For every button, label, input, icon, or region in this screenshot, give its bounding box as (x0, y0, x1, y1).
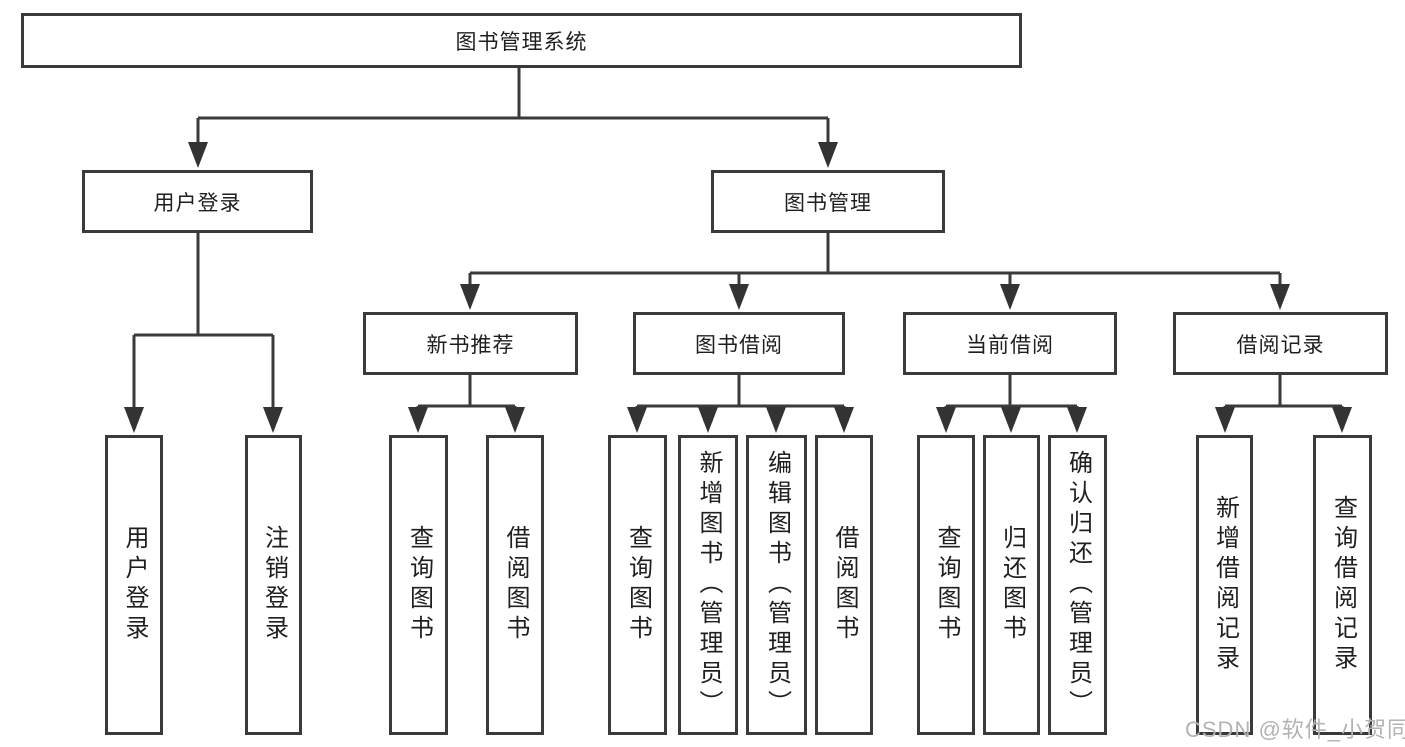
node-leaf-confirm-return-admin: 确认归还（管理员） (1048, 435, 1107, 735)
arrowhead-icon (460, 284, 480, 310)
node-leaf-borrow-books-1: 借阅图书 (486, 435, 544, 735)
node-book-borrowing: 图书借阅 (633, 312, 845, 375)
node-leaf-logout: 注销登录 (245, 435, 302, 735)
arrowheads (124, 142, 1352, 433)
arrowhead-icon (698, 407, 718, 433)
node-new-book-recommendation: 新书推荐 (363, 312, 578, 375)
node-leaf-query-books-2: 查询图书 (608, 435, 667, 735)
arrowhead-icon (1215, 407, 1235, 433)
arrowhead-icon (936, 407, 956, 433)
node-leaf-return-book: 归还图书 (983, 435, 1040, 735)
node-user-login-module: 用户登录 (82, 170, 313, 233)
arrowhead-icon (505, 407, 525, 433)
arrowhead-icon (263, 407, 283, 433)
node-leaf-user-login: 用户登录 (105, 435, 163, 735)
arrowhead-icon (1000, 284, 1020, 310)
arrowhead-icon (627, 407, 647, 433)
node-leaf-add-book-admin: 新增图书（管理员） (678, 435, 738, 735)
node-root-system: 图书管理系统 (21, 13, 1022, 68)
arrowhead-icon (834, 407, 854, 433)
csdn-watermark: CSDN @软件_小贺同学 (1185, 717, 1405, 742)
arrowhead-icon (1332, 407, 1352, 433)
arrowhead-icon (766, 407, 786, 433)
node-leaf-query-books-3: 查询图书 (917, 435, 975, 735)
node-leaf-query-books-1: 查询图书 (389, 435, 448, 735)
node-current-borrowing: 当前借阅 (903, 312, 1117, 375)
arrowhead-icon (818, 142, 838, 168)
node-leaf-query-borrow-record: 查询借阅记录 (1313, 435, 1372, 735)
arrowhead-icon (1067, 407, 1087, 433)
node-borrowing-records: 借阅记录 (1173, 312, 1388, 375)
node-leaf-edit-book-admin: 编辑图书（管理员） (746, 435, 807, 735)
arrowhead-icon (729, 284, 749, 310)
node-leaf-add-borrow-record: 新增借阅记录 (1196, 435, 1253, 735)
arrowhead-icon (124, 407, 144, 433)
arrowhead-icon (1001, 407, 1021, 433)
node-book-management-module: 图书管理 (711, 170, 945, 233)
arrowhead-icon (188, 142, 208, 168)
arrowhead-icon (1270, 284, 1290, 310)
node-leaf-borrow-books-2: 借阅图书 (815, 435, 873, 735)
arrowhead-icon (408, 407, 428, 433)
